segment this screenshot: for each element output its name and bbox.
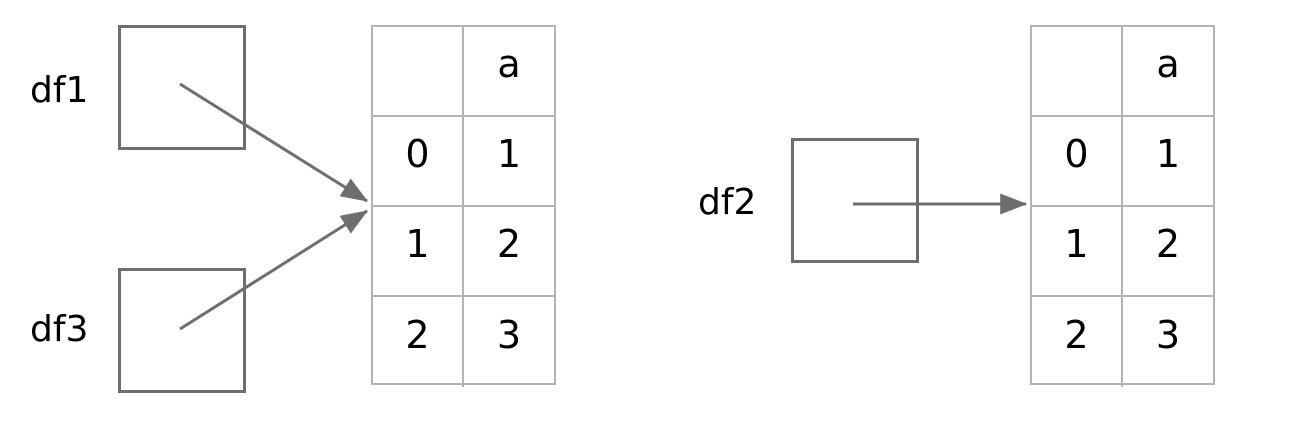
row-index-cell: 2 — [373, 297, 464, 387]
table-header-row: a — [373, 27, 554, 117]
object-box-df1 — [118, 25, 246, 150]
header-cell-a: a — [1156, 42, 1180, 86]
header-cell-index — [1032, 27, 1123, 115]
dataframe-table-right: a 0 1 1 2 2 3 — [1030, 25, 1215, 387]
object-box-df3 — [118, 268, 246, 393]
row-index-cell: 1 — [1032, 207, 1123, 295]
table-header-row: a — [1032, 27, 1213, 117]
row-value-cell-a: 3 — [1155, 313, 1181, 357]
dataframe-table-left: a 0 1 1 2 2 3 — [371, 25, 556, 387]
variable-label-df3: df3 — [30, 309, 89, 350]
row-value-cell-a: 2 — [1155, 222, 1181, 266]
row-value-cell-a: 1 — [496, 132, 522, 176]
table-row: 1 2 — [1032, 207, 1213, 297]
row-index-cell: 1 — [373, 207, 464, 295]
row-index-cell: 0 — [373, 117, 464, 205]
row-index-cell: 0 — [1032, 117, 1123, 205]
row-index-cell: 2 — [1032, 297, 1123, 387]
row-value-cell-a: 1 — [1155, 132, 1181, 176]
table-row: 2 3 — [1032, 297, 1213, 387]
variable-label-df1: df1 — [30, 70, 89, 111]
header-cell-index — [373, 27, 464, 115]
table-row: 1 2 — [373, 207, 554, 297]
object-box-df2 — [791, 138, 919, 263]
variable-label-df2: df2 — [698, 182, 757, 223]
table-row: 0 1 — [1032, 117, 1213, 207]
row-value-cell-a: 2 — [496, 222, 522, 266]
table-row: 2 3 — [373, 297, 554, 387]
table-row: 0 1 — [373, 117, 554, 207]
header-cell-a: a — [497, 42, 521, 86]
row-value-cell-a: 3 — [496, 313, 522, 357]
